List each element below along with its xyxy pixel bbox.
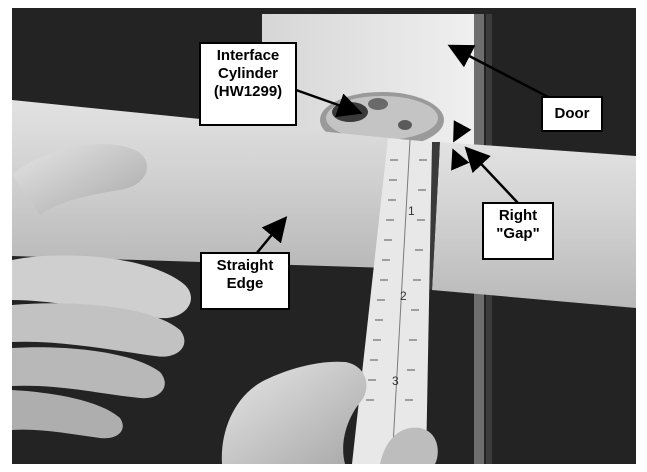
straight-edge-bar (12, 100, 388, 268)
label-line: Door (554, 105, 590, 122)
label-line: Cylinder (217, 65, 278, 82)
label-line: Right (498, 207, 538, 224)
label-right-gap: Right "Gap" (482, 202, 554, 260)
right-hand (221, 361, 438, 464)
label-interface-cylinder: Interface Cylinder (HW1299) (199, 42, 297, 126)
ruler-mark-2: 2 (400, 289, 407, 303)
label-line: Edge (226, 275, 264, 292)
ruler-mark-3: 3 (392, 374, 399, 388)
ruler-ticks (366, 159, 427, 401)
label-door: Door (541, 96, 603, 132)
label-line: Interface (216, 47, 280, 64)
left-hand (12, 144, 191, 439)
label-line: "Gap" (496, 225, 540, 242)
ruler-mark-1: 1 (408, 204, 415, 218)
ruler (352, 138, 432, 464)
label-line: (HW1299) (213, 83, 283, 100)
label-line: Straight (216, 257, 274, 274)
label-straight-edge: Straight Edge (200, 252, 290, 310)
